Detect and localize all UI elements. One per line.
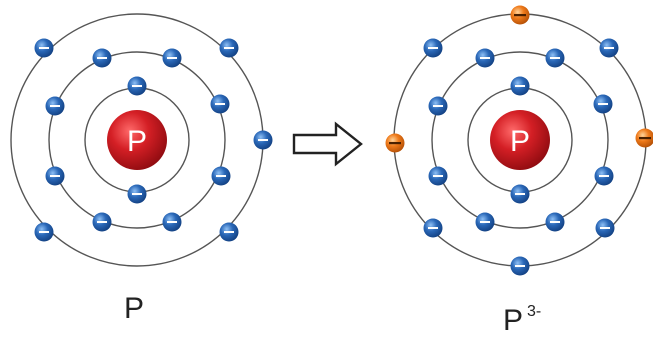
ion-symbol: P — [503, 304, 523, 337]
electron — [424, 39, 443, 58]
electron — [600, 39, 619, 58]
reaction-arrow-icon — [294, 124, 361, 164]
electron — [511, 185, 530, 204]
ion-phosphide: P — [386, 6, 653, 276]
electron — [254, 131, 273, 150]
electron — [220, 223, 239, 242]
electron — [429, 97, 448, 116]
electron — [93, 49, 112, 68]
electron — [596, 219, 615, 238]
nucleus-label: P — [127, 125, 147, 158]
electron — [429, 167, 448, 186]
gained-electron — [636, 129, 653, 148]
electron — [93, 213, 112, 232]
electron — [212, 167, 231, 186]
electron — [163, 213, 182, 232]
nucleus-label: P — [510, 125, 530, 158]
nucleus: P — [107, 110, 167, 170]
atom-symbol: P — [124, 292, 144, 325]
electron — [35, 223, 54, 242]
electron — [220, 39, 239, 58]
gained-electron — [511, 6, 530, 25]
electron — [46, 167, 65, 186]
ion-charge: 3- — [527, 303, 541, 320]
electron — [424, 219, 443, 238]
electron — [511, 77, 530, 96]
electron — [35, 39, 54, 58]
electron — [211, 95, 230, 114]
electron — [511, 257, 530, 276]
electron — [546, 49, 565, 68]
electron — [163, 49, 182, 68]
electron — [46, 97, 65, 116]
nucleus: P — [490, 110, 550, 170]
atom-phosphorus: P — [11, 14, 273, 266]
electron — [476, 213, 495, 232]
electron — [595, 167, 614, 186]
atom-caption: P — [124, 294, 144, 324]
electron — [476, 49, 495, 68]
electron — [128, 185, 147, 204]
electron — [546, 213, 565, 232]
electron — [594, 95, 613, 114]
electron — [128, 77, 147, 96]
gained-electron — [386, 134, 405, 153]
